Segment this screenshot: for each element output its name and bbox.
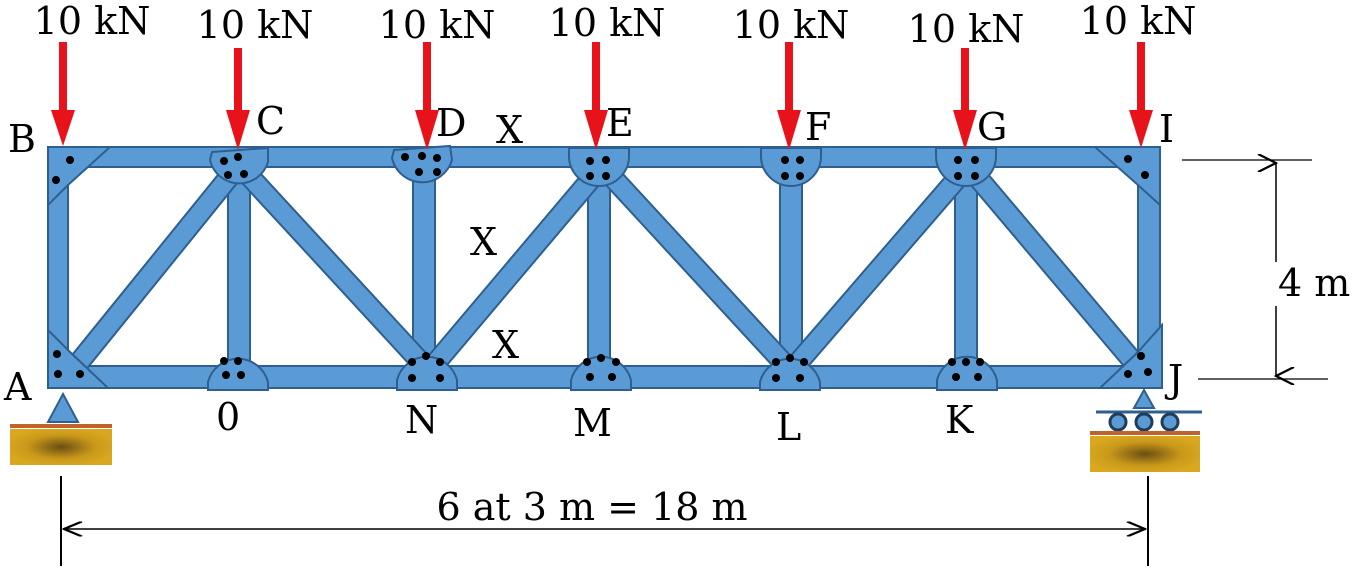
load-arrows	[51, 42, 1153, 150]
height-dimension: 4 m	[1182, 160, 1350, 379]
gusset-I	[1092, 146, 1161, 208]
gusset-A	[47, 327, 111, 389]
cut-mark-top: X	[496, 108, 523, 152]
cut-mark-diagonal: X	[470, 220, 497, 264]
gusset-D	[390, 144, 454, 184]
ground-J	[1090, 436, 1200, 472]
node-label-F: F	[805, 105, 831, 149]
span-dimension: 6 at 3 m = 18 m	[60, 476, 1149, 566]
load-arrow	[415, 42, 439, 150]
vertical-FL	[779, 159, 803, 375]
node-label-0: 0	[216, 395, 240, 439]
gusset-G	[935, 147, 997, 187]
diagonal-AC	[58, 158, 248, 384]
gusset-B	[47, 146, 113, 208]
node-label-N: N	[405, 398, 438, 442]
node-label-M: M	[573, 401, 612, 445]
load-arrow	[51, 42, 75, 146]
node-label-G: G	[977, 105, 1007, 149]
gusset-E	[568, 147, 630, 187]
span-label: 6 at 3 m = 18 m	[436, 485, 747, 529]
load-label: 10 kN	[908, 7, 1025, 51]
node-label-D: D	[436, 101, 466, 145]
gusset-F	[760, 147, 822, 187]
pin-support-A	[10, 391, 112, 465]
load-label: 10 kN	[549, 1, 666, 45]
load-arrow	[584, 42, 608, 150]
height-label: 4 m	[1278, 261, 1350, 305]
vertical-C0	[227, 159, 251, 375]
node-label-I: I	[1159, 107, 1174, 151]
load-label: 10 kN	[197, 3, 314, 47]
diagonal-EL	[592, 158, 802, 380]
load-arrow	[226, 48, 250, 150]
node-label-E: E	[606, 101, 634, 145]
load-arrow	[1129, 42, 1153, 148]
load-label: 10 kN	[379, 3, 496, 47]
roller-support-J	[1090, 387, 1202, 472]
load-arrow	[953, 48, 977, 150]
diagonal-GJ	[958, 158, 1152, 380]
diagonal-CN	[230, 158, 440, 380]
cut-marks: X X X	[470, 108, 523, 367]
node-label-C: C	[256, 99, 285, 143]
diagonal-LG	[780, 158, 978, 380]
load-arrow	[777, 42, 801, 150]
bolts	[52, 152, 1152, 382]
load-label: 10 kN	[1080, 0, 1197, 43]
node-label-A: A	[3, 365, 32, 409]
load-label: 10 kN	[733, 3, 850, 47]
node-label-J: J	[1164, 357, 1183, 401]
gusset-L	[759, 357, 821, 391]
node-label-L: L	[776, 405, 801, 449]
cut-mark-bottom: X	[492, 323, 519, 367]
load-labels: 10 kN 10 kN 10 kN 10 kN 10 kN 10 kN 10 k…	[34, 0, 1197, 51]
node-label-B: B	[8, 117, 36, 161]
node-label-K: K	[945, 398, 974, 442]
load-label: 10 kN	[34, 0, 151, 43]
ground-A	[10, 429, 112, 465]
node-labels: B C D E F G I A 0 N M L K J	[3, 99, 1183, 449]
